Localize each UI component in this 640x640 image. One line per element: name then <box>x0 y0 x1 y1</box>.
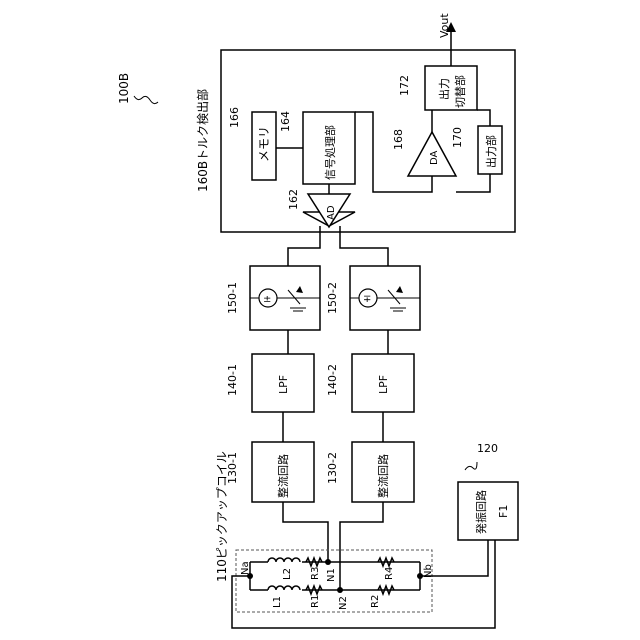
da-label: DA <box>429 150 440 165</box>
label-r4: R4 <box>384 567 395 580</box>
output-switch-line2: 切替部 <box>453 75 467 108</box>
output-switch-ref: 172 <box>398 75 411 96</box>
amp-2-symbol: ∓ <box>363 294 371 305</box>
label-r3: R3 <box>310 567 321 580</box>
ad-ref: 162 <box>287 189 300 210</box>
figure-ref-leader <box>134 96 158 104</box>
da-ref: 168 <box>392 129 405 150</box>
lpf-2-ref: 140-2 <box>326 364 339 396</box>
rectifier-2-ref: 130-2 <box>326 452 339 484</box>
rect-1-to-n1 <box>283 502 328 562</box>
amp-2-ref: 150-2 <box>326 282 339 314</box>
figure-ref: 100B <box>117 73 131 104</box>
label-n2: N2 <box>338 596 349 610</box>
rectifier-1-label: 整流回路 <box>276 454 290 498</box>
inductor-l1 <box>268 584 302 594</box>
label-n1: N1 <box>326 568 337 582</box>
signal-processor-ref: 164 <box>279 111 292 132</box>
output-switch-box <box>425 66 477 110</box>
memory-label: メモリ <box>257 126 271 162</box>
vout-label: Vout <box>438 13 451 38</box>
ad-label: AD <box>326 205 337 220</box>
label-l2: L2 <box>282 568 293 580</box>
inductor-l2 <box>268 556 302 566</box>
label-na: Na <box>240 561 251 575</box>
rectifier-2-label: 整流回路 <box>376 454 390 498</box>
label-r2: R2 <box>370 595 381 608</box>
amp-1-symbol: ± <box>263 294 271 305</box>
lpf-1-label: LPF <box>277 375 290 394</box>
output-switch-line1: 出力 <box>437 78 451 100</box>
node-n1 <box>325 559 331 565</box>
output-unit-ref: 170 <box>451 127 464 148</box>
node-n2 <box>337 587 343 593</box>
signal-processor-label: 信号処理部 <box>323 125 337 180</box>
output-unit-label: 出力部 <box>484 135 498 168</box>
oscillator-ref: 120 <box>477 442 498 455</box>
amp-1-ref: 150-1 <box>226 282 239 314</box>
label-r1: R1 <box>310 595 321 608</box>
label-l1: L1 <box>272 596 283 608</box>
oscillator-label: 発振回路 <box>474 490 488 534</box>
lpf-2-label: LPF <box>377 375 390 394</box>
torque-detector-label: 160Bトルク検出部 <box>195 89 210 192</box>
memory-ref: 166 <box>228 107 241 128</box>
rect-2-to-n2 <box>340 502 383 590</box>
lpf-1-ref: 140-1 <box>226 364 239 396</box>
oscillator-sub: F1 <box>497 505 510 518</box>
pickup-coil-label: 110ピックアップコイル <box>215 451 229 582</box>
